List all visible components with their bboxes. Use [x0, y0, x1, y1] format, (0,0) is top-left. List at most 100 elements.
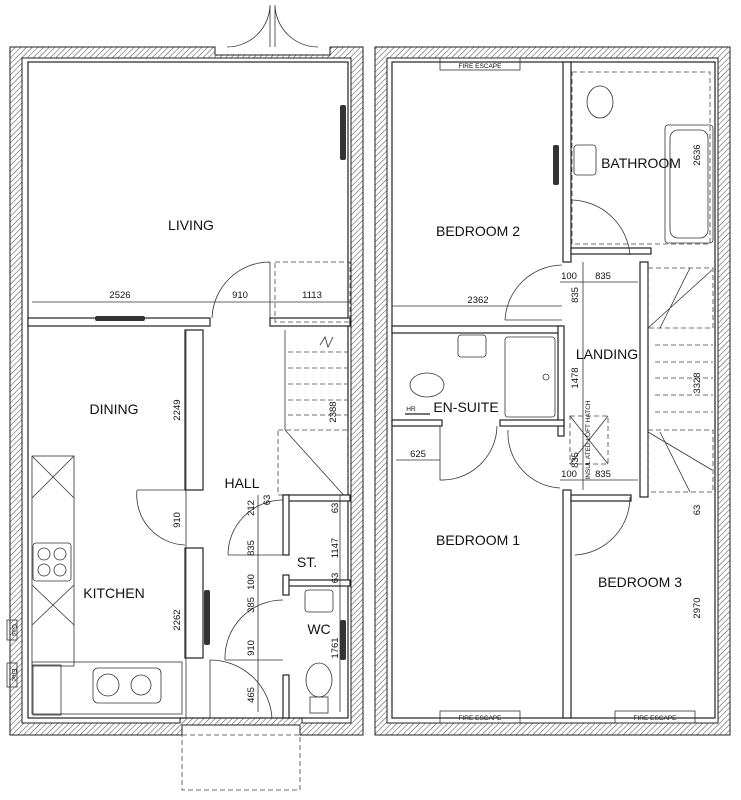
dimension-label: 910 — [232, 290, 248, 301]
dimension-label: 835 — [570, 287, 581, 303]
fire-escape-label: FIRE ESCAPE — [459, 715, 503, 722]
dimension-label: 835 — [246, 540, 257, 556]
toilet-cistern — [309, 696, 329, 714]
dimension-label: 910 — [246, 640, 257, 656]
wall — [562, 489, 572, 719]
dimension-label: 100 — [561, 271, 577, 282]
dimension-label: 63 — [330, 573, 341, 584]
staircase — [647, 267, 714, 493]
outer-wall — [374, 46, 731, 736]
living-door — [211, 261, 271, 319]
shower-tray-icon — [504, 336, 556, 418]
room-label-ensuite: EN-SUITE — [433, 399, 498, 415]
dimension-label: 2262 — [172, 609, 183, 630]
dining-door — [136, 489, 186, 546]
window — [614, 710, 696, 724]
bath-inner — [669, 129, 709, 239]
wall — [282, 574, 290, 596]
wall — [282, 494, 290, 556]
wall — [269, 317, 351, 327]
shower-drain — [542, 373, 550, 381]
dimension-label: 63 — [330, 503, 341, 514]
dimension-label: 385 — [246, 597, 257, 613]
room-label-store: ST. — [297, 554, 317, 570]
bath-icon — [664, 124, 714, 244]
wall — [562, 61, 572, 263]
room-label-dining: DINING — [90, 401, 139, 417]
wc-door — [224, 599, 284, 661]
room-label-bedroom1: BEDROOM 1 — [436, 532, 520, 548]
room-label-wc: WC — [307, 621, 330, 637]
basin-icon — [457, 334, 487, 358]
dimension-label: 835 — [595, 271, 611, 282]
window — [439, 57, 521, 71]
sink-icon — [92, 667, 162, 704]
wall — [499, 419, 565, 427]
dimension-label: 100 — [246, 574, 257, 590]
dimension-label: 1147 — [330, 538, 341, 558]
dimension-label: 1478 — [570, 367, 581, 388]
wall — [391, 419, 443, 427]
window — [439, 710, 521, 724]
bedroom3-door — [574, 496, 631, 556]
fire-escape-label: FIRE ESCAPE — [634, 715, 678, 722]
dimension-label: 835 — [570, 452, 581, 468]
room-label-hall: HALL — [224, 475, 259, 491]
elec-meter — [6, 662, 18, 688]
dimension-label: 625 — [410, 449, 426, 460]
kitchen-units — [31, 455, 183, 716]
dimension-label: 2636 — [692, 144, 703, 165]
dimension-label: 2249 — [172, 399, 183, 420]
ground-floor-plan: 2526 910 1113 2388 — [6, 4, 364, 791]
radiator-icon — [553, 145, 559, 185]
front-door — [209, 659, 273, 719]
dimension-label: 1113 — [302, 290, 322, 301]
dimension-label: 2388 — [328, 401, 339, 422]
room-label-landing: LANDING — [576, 346, 638, 362]
dimension-label: 1761 — [330, 637, 341, 658]
wall — [282, 674, 290, 719]
porch-step — [181, 734, 301, 791]
bedroom1-door — [507, 429, 561, 489]
wall — [391, 325, 563, 334]
gas-meter — [6, 619, 18, 641]
dimension-label: 63 — [262, 495, 273, 506]
radiator-icon — [204, 590, 210, 645]
room-label-bedroom3: BEDROOM 3 — [598, 574, 682, 590]
basin-icon — [573, 144, 597, 176]
dimension-label: 2970 — [692, 597, 703, 618]
radiator-icon — [340, 105, 346, 160]
room-label-living: LIVING — [168, 217, 214, 233]
wall — [639, 261, 649, 498]
wall — [184, 547, 204, 659]
dimension-label: 910 — [172, 512, 183, 528]
dimension-label: 63 — [692, 505, 703, 516]
loft-hatch-label: INSUL ATED LOFT HATCH — [585, 400, 592, 480]
room-label-bedroom2: BEDROOM 2 — [436, 223, 520, 239]
store-door — [227, 499, 284, 556]
basin-icon — [304, 589, 334, 613]
bathroom-zone — [571, 71, 711, 245]
hr-label: HR — [406, 406, 416, 413]
room-label-kitchen: KITCHEN — [83, 585, 144, 601]
dimension-label: 2526 — [109, 290, 130, 301]
french-doors — [226, 4, 319, 48]
dimension-label: 465 — [246, 687, 257, 703]
fire-escape-label: FIRE ESCAPE — [459, 63, 503, 70]
radiator-icon — [95, 316, 145, 321]
wall — [570, 494, 632, 502]
radiator-icon — [340, 620, 346, 660]
elec-label: Elec — [10, 669, 17, 682]
wall — [184, 329, 204, 491]
first-floor-plan: FIRE ESCAPE FIRE ESCAPE FIRE ESCAPE — [374, 46, 731, 736]
dimension-label: 212 — [246, 500, 257, 516]
bathroom-door — [570, 199, 631, 256]
bedroom2-door — [504, 264, 563, 321]
ensuite-door — [439, 425, 498, 481]
wall — [570, 247, 652, 255]
dimension-label: 2362 — [467, 295, 488, 306]
dimension-label: 835 — [595, 469, 611, 480]
toilet-icon — [586, 85, 614, 119]
dimension-label: 100 — [561, 469, 577, 480]
